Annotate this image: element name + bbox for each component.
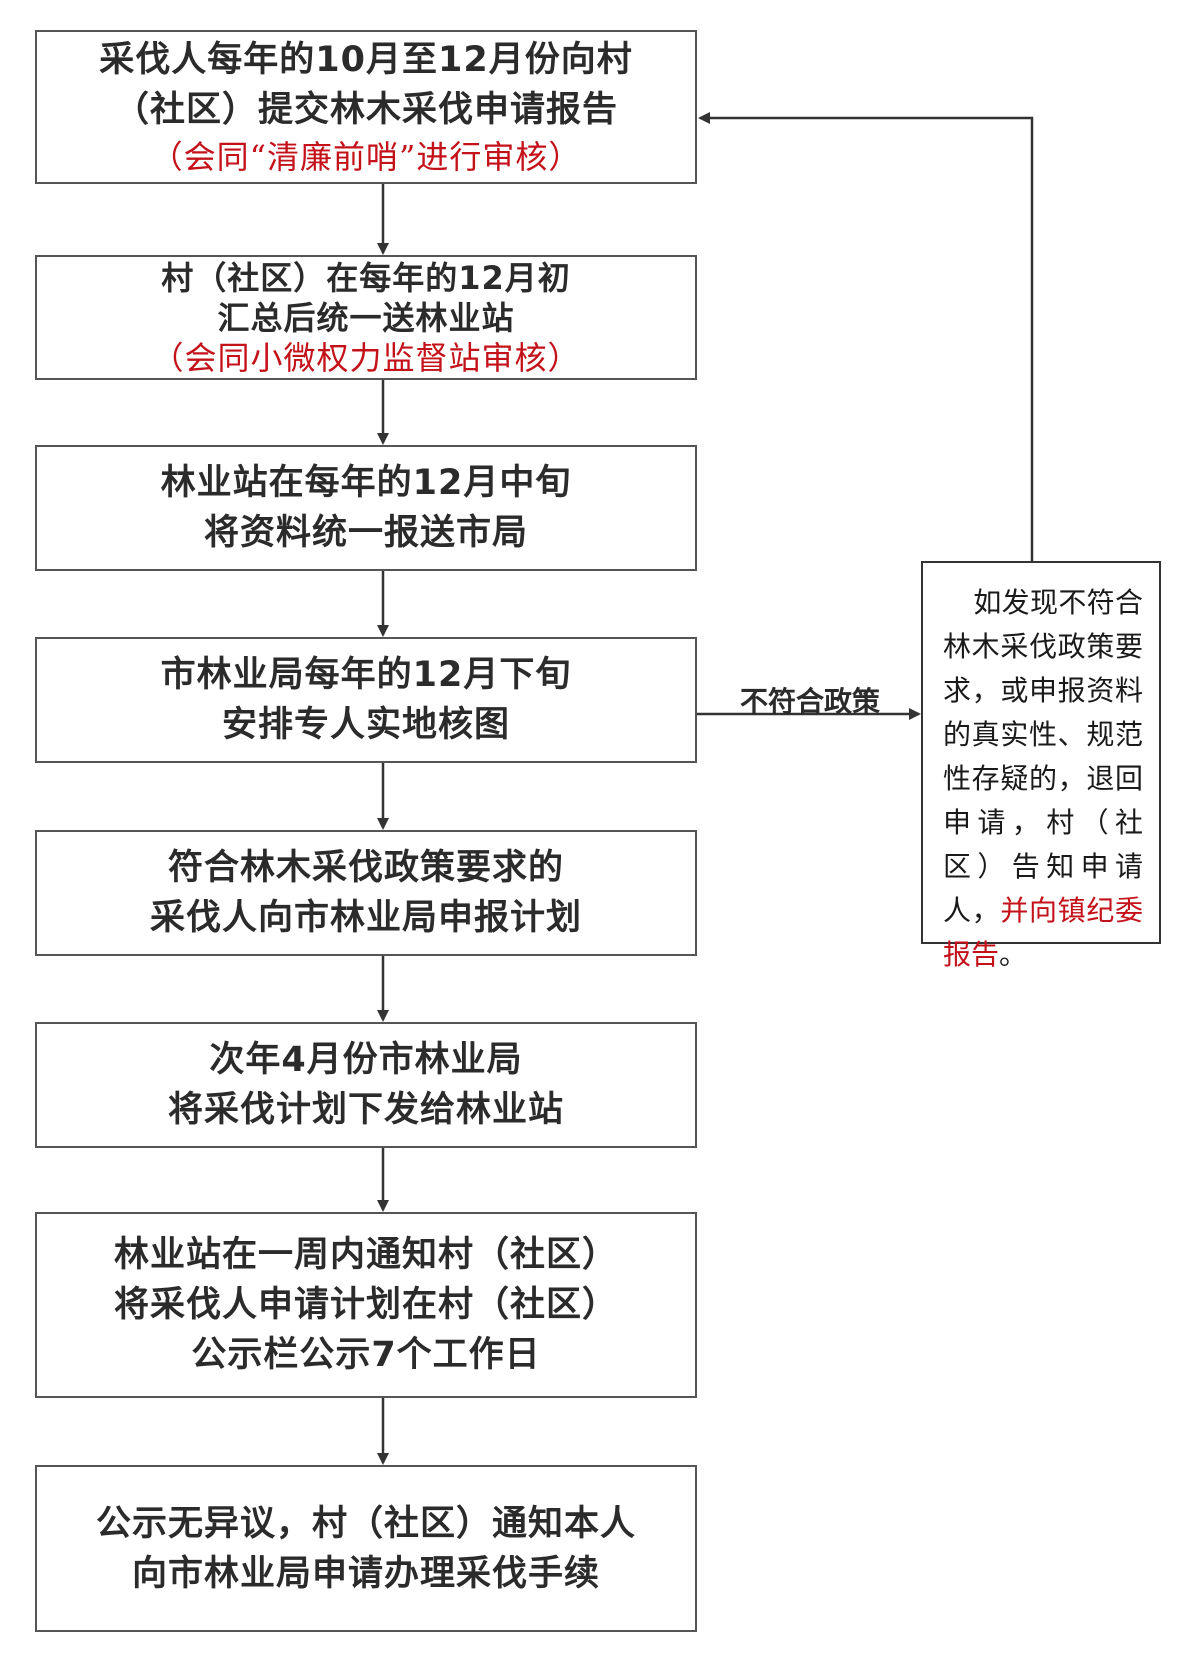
step-6-line-1: 次年4月份市林业局 [209,1040,523,1080]
flow-step-7: 林业站在一周内通知村（社区） 将采伐人申请计划在村（社区） 公示栏公示7个工作日 [35,1212,697,1398]
flow-step-5: 符合林木采伐政策要求的 采伐人向市林业局申报计划 [35,830,697,956]
flow-step-3: 林业站在每年的12月中旬 将资料统一报送市局 [35,445,697,571]
side-note-end: 。 [999,938,1028,971]
side-note-red-text: 并向镇纪委报告 [943,894,1143,971]
step-1-line-1: 采伐人每年的10月至12月份向村 [99,40,633,80]
step-3-line-2: 将资料统一报送市局 [203,513,528,553]
step-7-line-1: 林业站在一周内通知村（社区） [113,1235,618,1275]
flow-step-4: 市林业局每年的12月下旬 安排专人实地核图 [35,637,697,763]
flow-step-1: 采伐人每年的10月至12月份向村 （社区）提交林木采伐申请报告 （会同“清廉前哨… [35,30,697,184]
step-4-line-2: 安排专人实地核图 [221,705,510,745]
step-1-review-note: （会同“清廉前哨”进行审核） [150,138,582,176]
side-note-box: 如发现不符合林木采伐政策要求，或申报资料的真实性、规范性存疑的，退回申请，村（社… [921,561,1161,971]
step-2-review-note: （会同小微权力监督站审核） [151,338,581,377]
step-8-line-1: 公示无异议，村（社区）通知本人 [95,1503,636,1544]
side-note-text: 如发现不符合林木采伐政策要求，或申报资料的真实性、规范性存疑的，退回申请，村（社… [943,586,1143,927]
step-7-line-3: 公示栏公示7个工作日 [191,1335,541,1375]
step-3-line-1: 林业站在每年的12月中旬 [160,463,572,503]
step-7-line-2: 将采伐人申请计划在村（社区） [113,1285,618,1325]
step-2-line-2: 汇总后统一送林业站 [217,298,515,337]
flow-step-6: 次年4月份市林业局 将采伐计划下发给林业站 [35,1022,697,1148]
flow-step-2: 村（社区）在每年的12月初 汇总后统一送林业站 （会同小微权力监督站审核） [35,255,697,380]
flow-step-8: 公示无异议，村（社区）通知本人 向市林业局申请办理采伐手续 [35,1465,697,1632]
step-8-line-2: 向市林业局申请办理采伐手续 [131,1553,600,1594]
step-6-line-2: 将采伐计划下发给林业站 [167,1090,564,1130]
step-2-line-1: 村（社区）在每年的12月初 [161,258,571,297]
step-1-line-2: （社区）提交林木采伐申请报告 [113,90,618,130]
arrow-return-to-step-1 [698,112,1034,561]
branch-label: 不符合政策 [740,685,881,718]
step-4-line-1: 市林业局每年的12月下旬 [160,655,572,695]
step-5-line-2: 采伐人向市林业局申报计划 [149,898,582,938]
step-5-line-1: 符合林木采伐政策要求的 [167,848,564,888]
